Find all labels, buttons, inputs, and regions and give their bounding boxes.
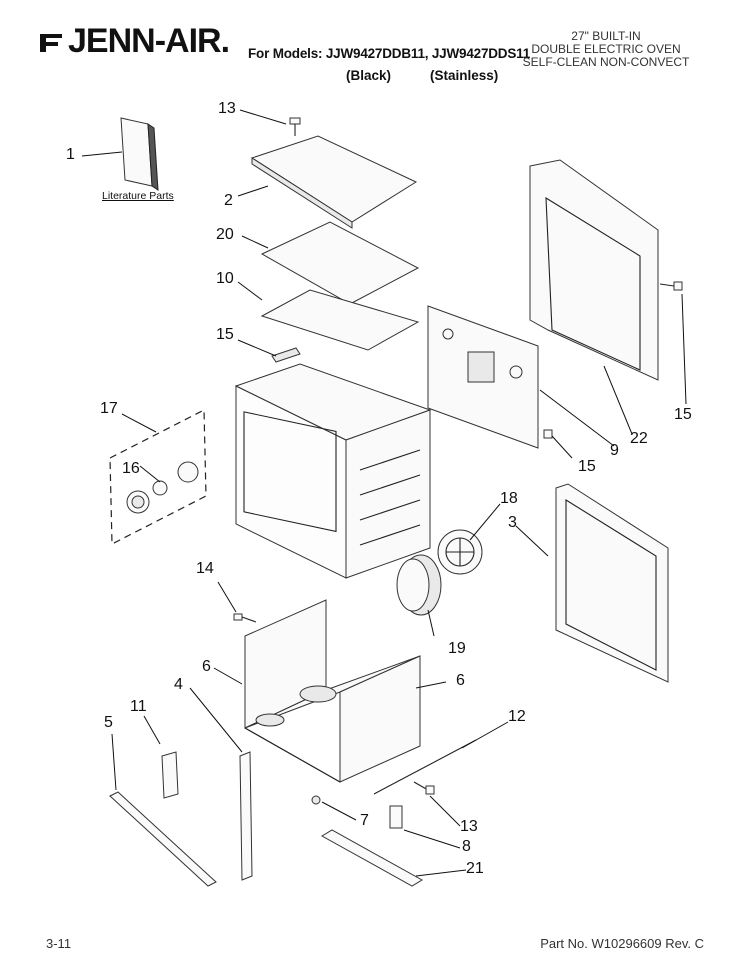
part-rod: [373, 739, 477, 795]
part-rear-panel: [427, 305, 539, 449]
callout-6-left: 6: [202, 658, 211, 675]
variant-black: (Black): [346, 68, 392, 83]
callout-5: 5: [104, 714, 113, 731]
part-screw-right: [543, 281, 683, 439]
control-group-outline: [109, 409, 207, 545]
part-literature-book: [120, 117, 159, 191]
part-insulation: [260, 221, 420, 305]
callout-6-right: 6: [456, 672, 465, 689]
callout-22: 22: [630, 430, 648, 447]
callout-21: 21: [466, 860, 484, 877]
part-number: Part No. W10296609 Rev. C: [540, 936, 704, 951]
part-small-plate: [161, 751, 179, 799]
callout-15: 15: [216, 326, 234, 343]
part-bottom-trim: [321, 829, 423, 887]
part-top-panel: [250, 135, 418, 229]
part-side-panel: [555, 483, 669, 683]
part-bottom-bar-left: [109, 791, 217, 887]
callout-1: 1: [66, 146, 75, 163]
leader-lines: [81, 109, 687, 877]
part-lower-housing: [244, 599, 421, 783]
callout-11: 11: [130, 698, 147, 715]
brand-logo-mark: [38, 26, 64, 52]
part-inner-top-panel: [260, 289, 420, 351]
literature-parts-label: Literature Parts: [102, 190, 174, 202]
description-line: DOUBLE ELECTRIC OVEN: [531, 42, 681, 56]
part-side-frame: [529, 159, 659, 381]
callout-4: 4: [174, 676, 183, 693]
brand-logo: JENN-AIR.: [38, 22, 230, 61]
callout-3: 3: [508, 514, 517, 531]
callout-16: 16: [122, 460, 140, 477]
callout-17: 17: [100, 400, 118, 417]
callout-20: 20: [216, 226, 234, 243]
callout-8: 8: [462, 838, 471, 855]
callout-9: 9: [610, 442, 619, 459]
product-description: 27" BUILT-IN DOUBLE ELECTRIC OVEN SELF-C…: [516, 30, 696, 69]
models-line: For Models: JJW9427DDB11, JJW9427DDS11: [248, 46, 531, 61]
callout-12: 12: [508, 708, 526, 725]
callout-13-lower: 13: [460, 818, 478, 835]
part-side-rail: [239, 751, 253, 881]
part-screw-lower: [413, 781, 435, 795]
part-oven-cavity: [234, 363, 432, 579]
callout-10: 10: [216, 270, 234, 287]
part-selector-knob: [126, 461, 199, 514]
callout-13: 13: [218, 100, 236, 117]
description-line: 27" BUILT-IN: [571, 29, 641, 43]
part-latch: [389, 805, 403, 829]
callout-14: 14: [196, 560, 214, 577]
description-line: SELF-CLEAN NON-CONVECT: [522, 55, 690, 69]
variant-stainless: (Stainless): [430, 68, 499, 83]
page-number: 3-11: [46, 936, 72, 951]
part-nut: [311, 795, 321, 805]
callout-15-mid: 15: [578, 458, 596, 475]
brand-name: JENN-AIR.: [68, 22, 230, 60]
part-bracket: [271, 347, 301, 363]
callout-2: 2: [224, 192, 233, 209]
callout-18: 18: [500, 490, 518, 507]
callout-19: 19: [448, 640, 466, 657]
part-screw-side: [233, 613, 257, 623]
part-fan-assembly: [396, 529, 483, 616]
callout-15-right: 15: [674, 406, 692, 423]
callout-7: 7: [360, 812, 369, 829]
part-screw-top: [289, 117, 301, 136]
